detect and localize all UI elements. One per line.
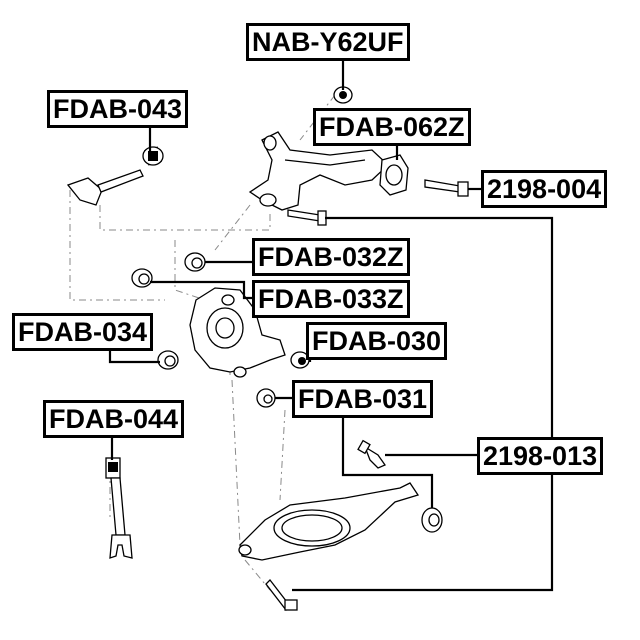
label-fdab-030[interactable]: FDAB-030 <box>306 322 448 360</box>
stabilizer-link-fdab-044 <box>105 457 133 559</box>
label-fdab-062z[interactable]: FDAB-062Z <box>313 108 471 146</box>
bolt-2198-004 <box>424 179 469 197</box>
bushing-fdab-062z <box>379 154 409 196</box>
label-2198-004[interactable]: 2198-004 <box>481 170 608 208</box>
bushing-fdab-031 <box>256 388 276 408</box>
label-fdab-031[interactable]: FDAB-031 <box>292 380 434 418</box>
bushing-fdab-033z <box>131 268 153 288</box>
lower-control-arm <box>238 482 443 561</box>
label-fdab-043[interactable]: FDAB-043 <box>47 90 189 128</box>
upper-control-arm <box>248 131 389 211</box>
bushing-fdab-032z <box>184 252 206 272</box>
label-fdab-033z[interactable]: FDAB-033Z <box>252 280 410 318</box>
bushing-fdab-034 <box>157 350 179 370</box>
label-2198-013[interactable]: 2198-013 <box>477 437 604 475</box>
knuckle <box>189 287 286 378</box>
toe-link-fdab-043 <box>66 146 164 206</box>
label-fdab-032z[interactable]: FDAB-032Z <box>252 238 410 276</box>
label-nab-y62uf[interactable]: NAB-Y62UF <box>246 23 410 61</box>
label-fdab-034[interactable]: FDAB-034 <box>12 313 154 351</box>
label-fdab-044[interactable]: FDAB-044 <box>43 400 185 438</box>
